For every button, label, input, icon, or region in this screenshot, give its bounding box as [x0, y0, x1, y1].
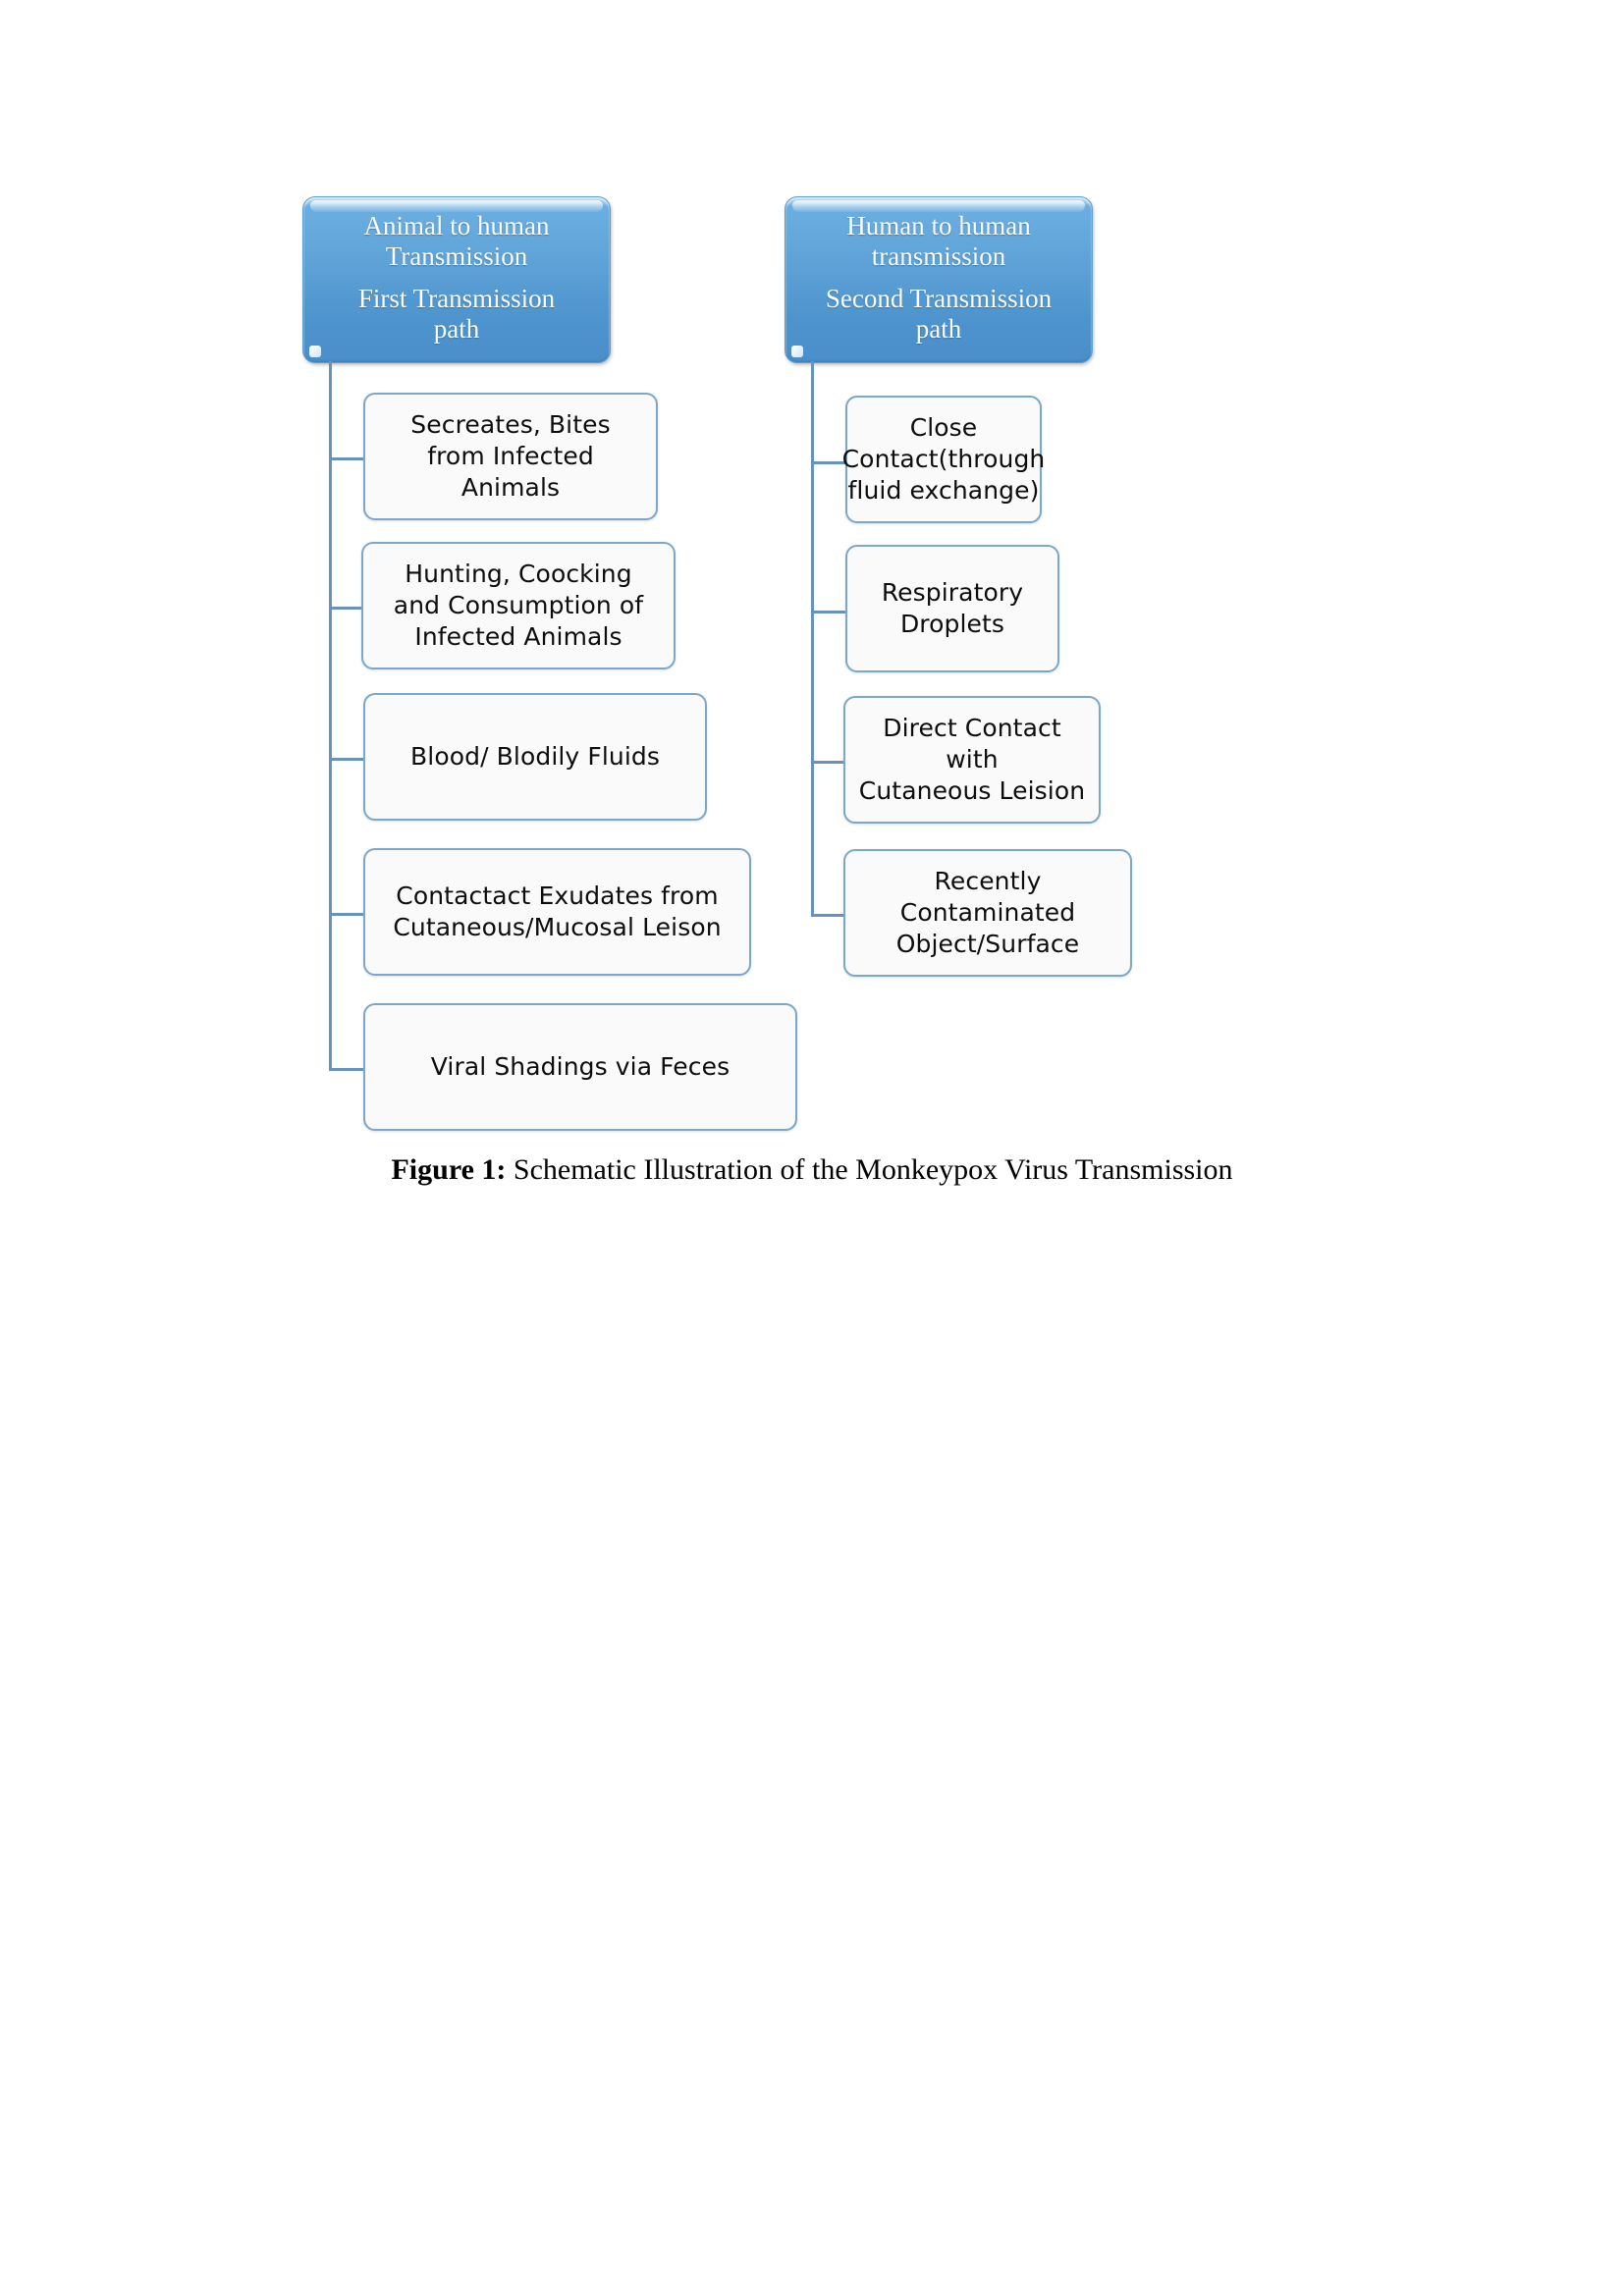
node-line1: Blood/ Blodily Fluids — [410, 742, 660, 771]
connector-trunk-right — [811, 361, 814, 916]
node-box-right-1[interactable]: Close Contact(through fluid exchange) — [842, 396, 1045, 523]
node-box-right-4[interactable]: Recently Contaminated Object/Surface — [843, 849, 1132, 977]
connector-trunk-left — [329, 361, 332, 1070]
node-line2: Cutaneous/Mucosal Leison — [393, 913, 722, 941]
node-line1: Respiratory — [881, 578, 1024, 607]
node-box-left-3[interactable]: Blood/ Blodily Fluids — [363, 693, 707, 821]
node-text: Direct Contact with Cutaneous Leision — [855, 713, 1089, 807]
corner-highlight-icon — [791, 346, 803, 357]
connector-stub-left-1 — [329, 457, 366, 460]
node-text: Contactact Exudates from Cutaneous/Mucos… — [393, 881, 721, 943]
node-box-right-3[interactable]: Direct Contact with Cutaneous Leision — [843, 696, 1101, 824]
node-box-left-2[interactable]: Hunting, Coocking and Consumption of Inf… — [361, 542, 676, 669]
node-line2: and Consumption of — [393, 591, 644, 619]
connector-stub-right-4 — [811, 914, 848, 917]
node-line2: Object/Surface — [895, 930, 1080, 958]
header-subtitle-line2: path — [915, 313, 962, 344]
node-line1: Direct Contact with — [883, 714, 1061, 774]
node-line1: Viral Shadings via Feces — [430, 1052, 731, 1081]
node-text: Hunting, Coocking and Consumption of Inf… — [394, 559, 643, 653]
connector-stub-right-3 — [811, 761, 848, 764]
connector-stub-right-2 — [811, 611, 848, 614]
node-line2: Cutaneous Leision — [858, 776, 1086, 805]
figure-caption: Figure 1: Schematic Illustration of the … — [0, 1153, 1624, 1187]
node-text: Recently Contaminated Object/Surface — [855, 866, 1120, 960]
node-line1: Close — [909, 413, 978, 442]
header-title-line2: transmission — [871, 241, 1006, 272]
connector-stub-left-3 — [329, 758, 366, 761]
figure-caption-label: Figure 1: — [391, 1153, 507, 1186]
transmission-diagram: Animal to human Transmission First Trans… — [0, 196, 1624, 1187]
connector-stub-right-1 — [811, 461, 848, 464]
node-line2: Contact(through — [841, 445, 1046, 473]
corner-highlight-icon — [309, 346, 321, 357]
node-box-left-4[interactable]: Contactact Exudates from Cutaneous/Mucos… — [363, 848, 751, 976]
node-box-left-1[interactable]: Secreates, Bites from Infected Animals — [363, 393, 658, 520]
node-line1: Recently Contaminated — [899, 867, 1076, 927]
node-box-right-2[interactable]: Respiratory Droplets — [845, 545, 1059, 672]
node-line3: Infected Animals — [414, 622, 623, 651]
node-line1: Secreates, Bites — [410, 410, 611, 439]
node-line2: Droplets — [899, 610, 1005, 638]
node-text: Viral Shadings via Feces — [431, 1051, 730, 1083]
node-line1: Contactact Exudates from — [396, 881, 719, 910]
connector-stub-left-5 — [329, 1068, 366, 1071]
header-box-animal-to-human[interactable]: Animal to human Transmission First Trans… — [302, 196, 611, 363]
header-title-line2: Transmission — [385, 241, 528, 272]
header-title-line1: Human to human — [846, 211, 1031, 241]
node-line2: from Infected — [427, 442, 594, 470]
node-text: Respiratory Droplets — [882, 577, 1023, 640]
figure-caption-text: Schematic Illustration of the Monkeypox … — [506, 1153, 1233, 1186]
node-text: Close Contact(through fluid exchange) — [842, 412, 1046, 507]
connector-stub-left-4 — [329, 913, 366, 916]
node-line1: Hunting, Coocking — [405, 560, 632, 588]
node-box-left-5[interactable]: Viral Shadings via Feces — [363, 1003, 797, 1131]
header-box-human-to-human[interactable]: Human to human transmission Second Trans… — [785, 196, 1093, 363]
header-subtitle-line1: Second Transmission — [825, 284, 1053, 313]
connector-stub-left-2 — [329, 607, 366, 610]
node-line3: fluid exchange) — [847, 476, 1040, 505]
node-text: Blood/ Blodily Fluids — [410, 741, 660, 773]
header-title-line1: Animal to human — [363, 211, 550, 241]
header-subtitle-line2: path — [433, 313, 480, 344]
node-line3: Animals — [460, 473, 561, 502]
header-subtitle-line1: First Transmission — [357, 284, 556, 313]
node-text: Secreates, Bites from Infected Animals — [410, 409, 610, 504]
